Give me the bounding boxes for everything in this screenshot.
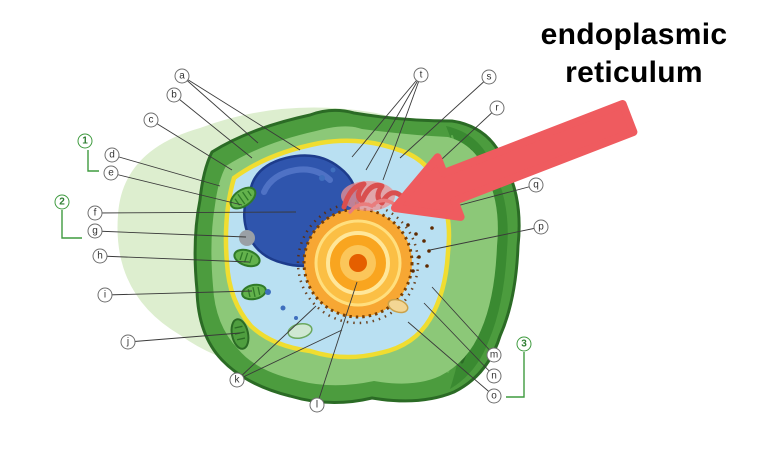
annotation-title: endoplasmic reticulum xyxy=(505,16,763,93)
annotation-arrow-icon xyxy=(391,100,638,221)
annotation-title-line2: reticulum xyxy=(565,56,703,90)
chloroplasts xyxy=(229,186,267,350)
small-organelles xyxy=(265,167,409,340)
endoplasmic-reticulum-structure xyxy=(341,181,403,214)
annotation-title-line1: endoplasmic xyxy=(540,18,728,51)
group-brackets xyxy=(61,150,525,398)
leader-lines xyxy=(94,74,542,406)
ribosome-dots xyxy=(406,223,434,273)
gray-organelle xyxy=(239,230,255,246)
nucleus xyxy=(296,201,420,325)
